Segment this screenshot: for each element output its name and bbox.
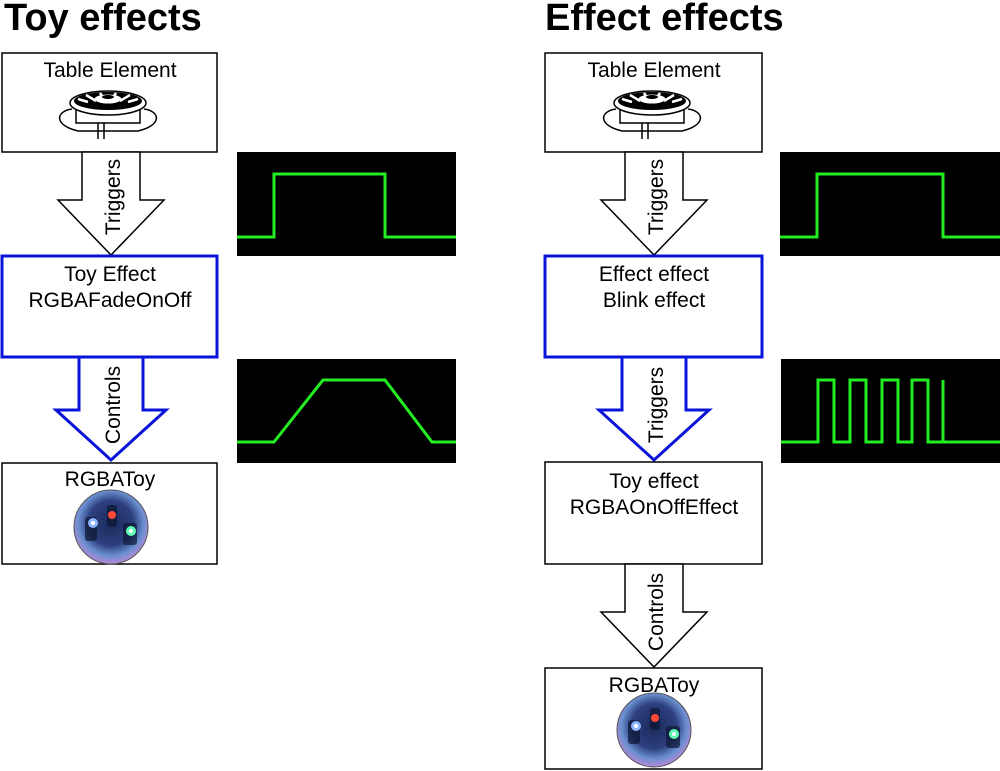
- right-triggers-label-1: Triggers: [645, 159, 668, 235]
- right-blink-line: [781, 378, 1000, 444]
- right-toy-effect-box: [544, 461, 763, 565]
- left-fade-on-off-line: [237, 378, 456, 444]
- left-toy-effect-box: [0, 254, 219, 359]
- right-triggers-arrow-1: [599, 151, 709, 257]
- rgb-led-icon: [73, 489, 149, 565]
- left-toy-effect-line2: RGBAFadeOnOff: [28, 289, 191, 312]
- right-trigger-signal-panel: [780, 152, 1000, 256]
- right-toy-effect-line1: Toy effect: [609, 470, 699, 493]
- right-triggers-arrow-2: [595, 355, 713, 463]
- left-controls-arrow: [52, 355, 170, 463]
- left-table-element-label: Table Element: [43, 59, 176, 82]
- right-triggers-label-2: Triggers: [645, 367, 668, 443]
- right-toy-effect-line2: RGBAOnOffEffect: [570, 496, 739, 519]
- left-rgba-toy-label: RGBAToy: [65, 468, 156, 491]
- left-trigger-pulse-line: [237, 172, 456, 239]
- right-effect-effect-line2: Blink effect: [603, 289, 705, 312]
- right-effect-effect-line1: Effect effect: [599, 263, 709, 286]
- right-trigger-pulse-line: [780, 172, 1000, 239]
- left-title: Toy effects: [4, 0, 202, 39]
- left-trigger-signal-panel: [237, 152, 456, 256]
- right-blink-signal-panel: [781, 359, 1000, 463]
- left-triggers-arrow: [56, 151, 166, 257]
- right-rgba-toy-label: RGBAToy: [609, 674, 700, 697]
- right-controls-label: Controls: [645, 573, 668, 651]
- left-toy-effect-line1: Toy Effect: [64, 263, 156, 286]
- right-table-element-label: Table Element: [587, 59, 720, 82]
- left-controls-label: Controls: [102, 366, 125, 444]
- right-title: Effect effects: [545, 0, 784, 39]
- left-fade-signal-panel: [237, 359, 456, 463]
- right-controls-arrow: [599, 563, 709, 669]
- rgb-led-icon-right: [616, 692, 692, 768]
- left-triggers-label: Triggers: [102, 159, 125, 235]
